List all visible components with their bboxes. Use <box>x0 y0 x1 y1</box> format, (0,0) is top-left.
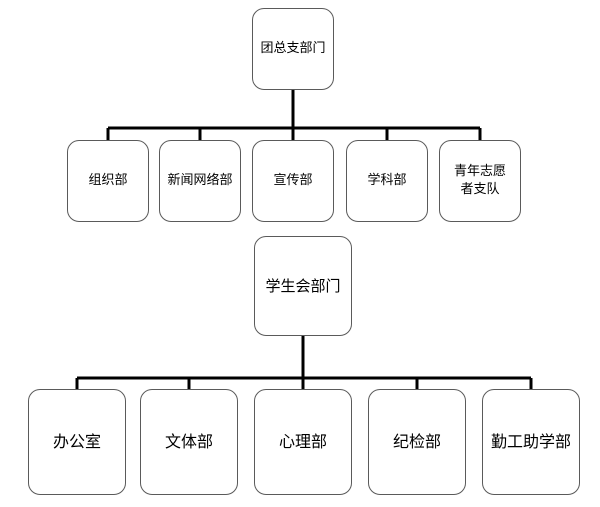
node-xinlibu: 心理部 <box>254 389 352 495</box>
node-qingnianzhiyuanzhe: 青年志愿者支队 <box>439 140 521 222</box>
node-zuzhibu: 组织部 <box>67 140 149 222</box>
node-xinwenwangluobu: 新闻网络部 <box>159 140 241 222</box>
node-label: 学科部 <box>367 173 407 189</box>
node-xueshenghui-root: 学生会部门 <box>254 236 352 336</box>
node-bangongshi: 办公室 <box>28 389 126 495</box>
node-label: 宣传部 <box>273 173 313 189</box>
node-label: 青年志愿者支队 <box>453 164 506 197</box>
node-label: 勤工助学部 <box>490 432 571 452</box>
node-label: 团总支部门 <box>260 41 326 57</box>
node-label: 心理部 <box>278 432 327 452</box>
node-label: 新闻网络部 <box>167 173 233 189</box>
node-label: 纪检部 <box>392 432 441 452</box>
node-label: 学生会部门 <box>265 276 341 295</box>
node-wentibu: 文体部 <box>140 389 238 495</box>
node-qingongzhuxuebu: 勤工助学部 <box>482 389 580 495</box>
node-tuanzongzhi-root: 团总支部门 <box>252 8 334 90</box>
node-label: 办公室 <box>52 432 101 452</box>
node-xuekebu: 学科部 <box>346 140 428 222</box>
node-label: 组织部 <box>88 173 128 189</box>
node-xuanchuanbu: 宣传部 <box>252 140 334 222</box>
node-label: 文体部 <box>164 432 213 452</box>
node-jijianbu: 纪检部 <box>368 389 466 495</box>
